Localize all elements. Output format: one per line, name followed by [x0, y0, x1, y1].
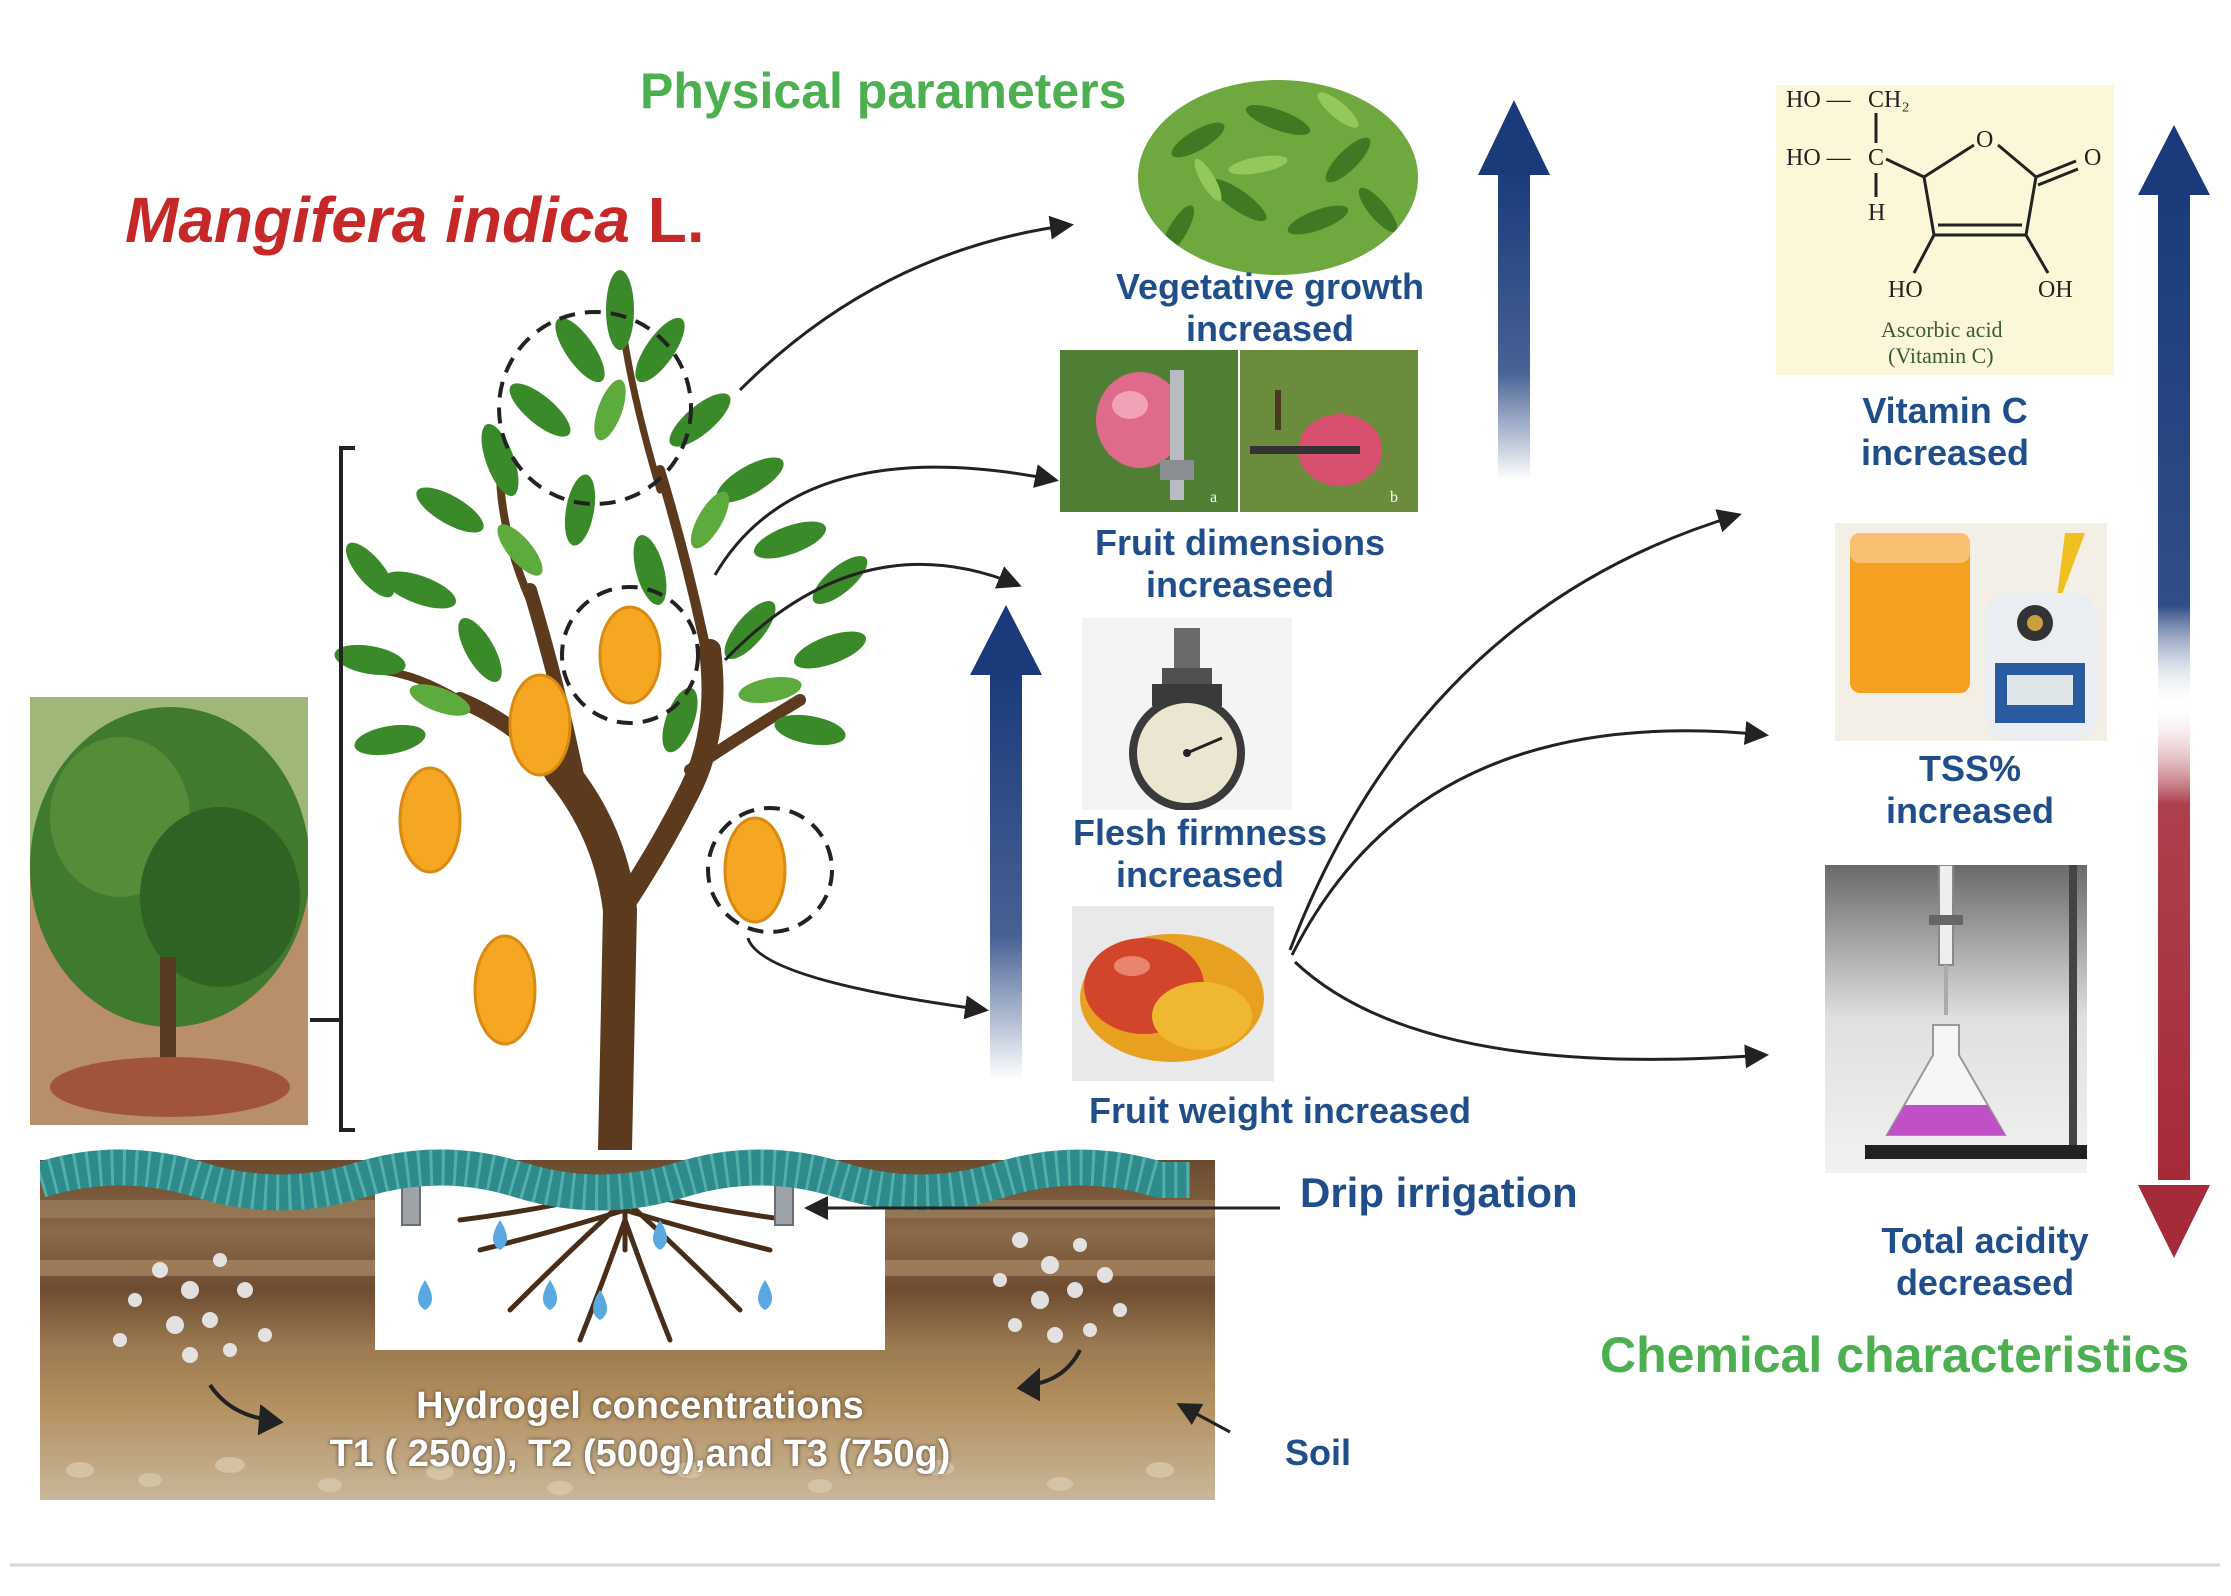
struct-o-ring: O [1976, 127, 1993, 153]
arrow-to-weight [746, 937, 989, 1020]
arrow-to-acidity [1293, 960, 1769, 1069]
species-author: L. [647, 184, 705, 256]
acidity-line2: decreased [1895, 1262, 2075, 1303]
total-acidity-label: Total acidity decreased [1840, 1220, 2130, 1304]
photo-mark-a: a [1210, 489, 1217, 506]
up-arrow-physical [970, 605, 1042, 1080]
arrow-to-vegetative [738, 215, 1074, 392]
struct-ch2: CH₂ [1868, 87, 1910, 113]
big-up-arrow-physical-top [1478, 100, 1550, 480]
tss-label: TSS% increased [1830, 748, 2110, 832]
soil-section [40, 1149, 1215, 1500]
arrow-to-tss [1290, 721, 1769, 956]
flesh-firmness-label: Flesh firmness increased [1060, 812, 1340, 896]
vegetative-growth-photo [1138, 80, 1418, 275]
photo-mark-b: b [1390, 489, 1398, 506]
chemical-trend-arrow [2138, 125, 2210, 1258]
chemical-characteristics-title: Chemical characteristics [1600, 1327, 2190, 1383]
refractometer-photo [1835, 523, 2107, 741]
firmness-line1: Flesh firmness [1072, 812, 1328, 853]
vegetative-line1: Vegetative growth [1115, 266, 1425, 307]
fruit-dimensions-label: Fruit dimensions increaseed [1060, 522, 1420, 606]
bracket [310, 446, 355, 1132]
fruit-dimensions-photo: a b [1060, 350, 1418, 512]
soil-label: Soil [1285, 1432, 1352, 1473]
mango-fruit-photo [1072, 906, 1274, 1081]
tss-line1: TSS% [1918, 748, 2022, 789]
physical-parameters-title: Physical parameters [640, 63, 1127, 119]
tss-line2: increased [1885, 790, 2055, 831]
dimensions-line1: Fruit dimensions [1094, 522, 1386, 563]
arrow-to-firmness [723, 562, 1022, 662]
struct-oh-bottom: OH [2038, 277, 2073, 303]
hydrogel-line1: Hydrogel concentrations [416, 1385, 864, 1427]
penetrometer-photo [1082, 618, 1292, 810]
titration-photo [1825, 865, 2087, 1173]
firmness-line2: increased [1115, 854, 1285, 895]
mango-tree-illustration [334, 270, 868, 1150]
struct-ho-ch2: HO — [1786, 87, 1852, 113]
fruit-weight-label: Fruit weight increased [1088, 1090, 1472, 1131]
struct-ho-c: HO — [1786, 145, 1852, 171]
struct-name-2: (Vitamin C) [1888, 343, 1994, 368]
struct-h: H [1868, 200, 1885, 226]
struct-o-carbonyl: O [2084, 145, 2101, 171]
species-name: Mangifera indica [125, 184, 630, 256]
arrow-to-soil [1176, 1403, 1231, 1434]
ascorbic-acid-structure: HO — CH₂ HO — C H O O HO OH Ascorbic aci… [1776, 85, 2114, 375]
hydrogel-line2: T1 ( 250g), T2 (500g),and T3 (750g) [329, 1433, 951, 1475]
acidity-line1: Total acidity [1881, 1220, 2089, 1261]
drip-irrigation-label: Drip irrigation [1300, 1169, 1578, 1216]
struct-name-1: Ascorbic acid [1881, 317, 2003, 342]
struct-c: C [1868, 145, 1884, 171]
vitc-line1: Vitamin C [1862, 390, 2028, 431]
struct-ho-bottom: HO [1888, 277, 1923, 303]
hydrogel-label: Hydrogel concentrations T1 ( 250g), T2 (… [230, 1382, 1050, 1478]
vitc-line2: increased [1860, 432, 2030, 473]
vitamin-c-label: Vitamin C increased [1800, 390, 2090, 474]
species-title: Mangifera indica L. [125, 183, 705, 257]
mango-tree-field-photo [30, 697, 308, 1125]
vegetative-line2: increased [1185, 308, 1355, 349]
arrow-to-dimensions [713, 464, 1059, 576]
arrow-to-vitc [1288, 509, 1742, 951]
vegetative-growth-label: Vegetative growth increased [1100, 266, 1440, 350]
dimensions-line2: increaseed [1145, 564, 1335, 605]
